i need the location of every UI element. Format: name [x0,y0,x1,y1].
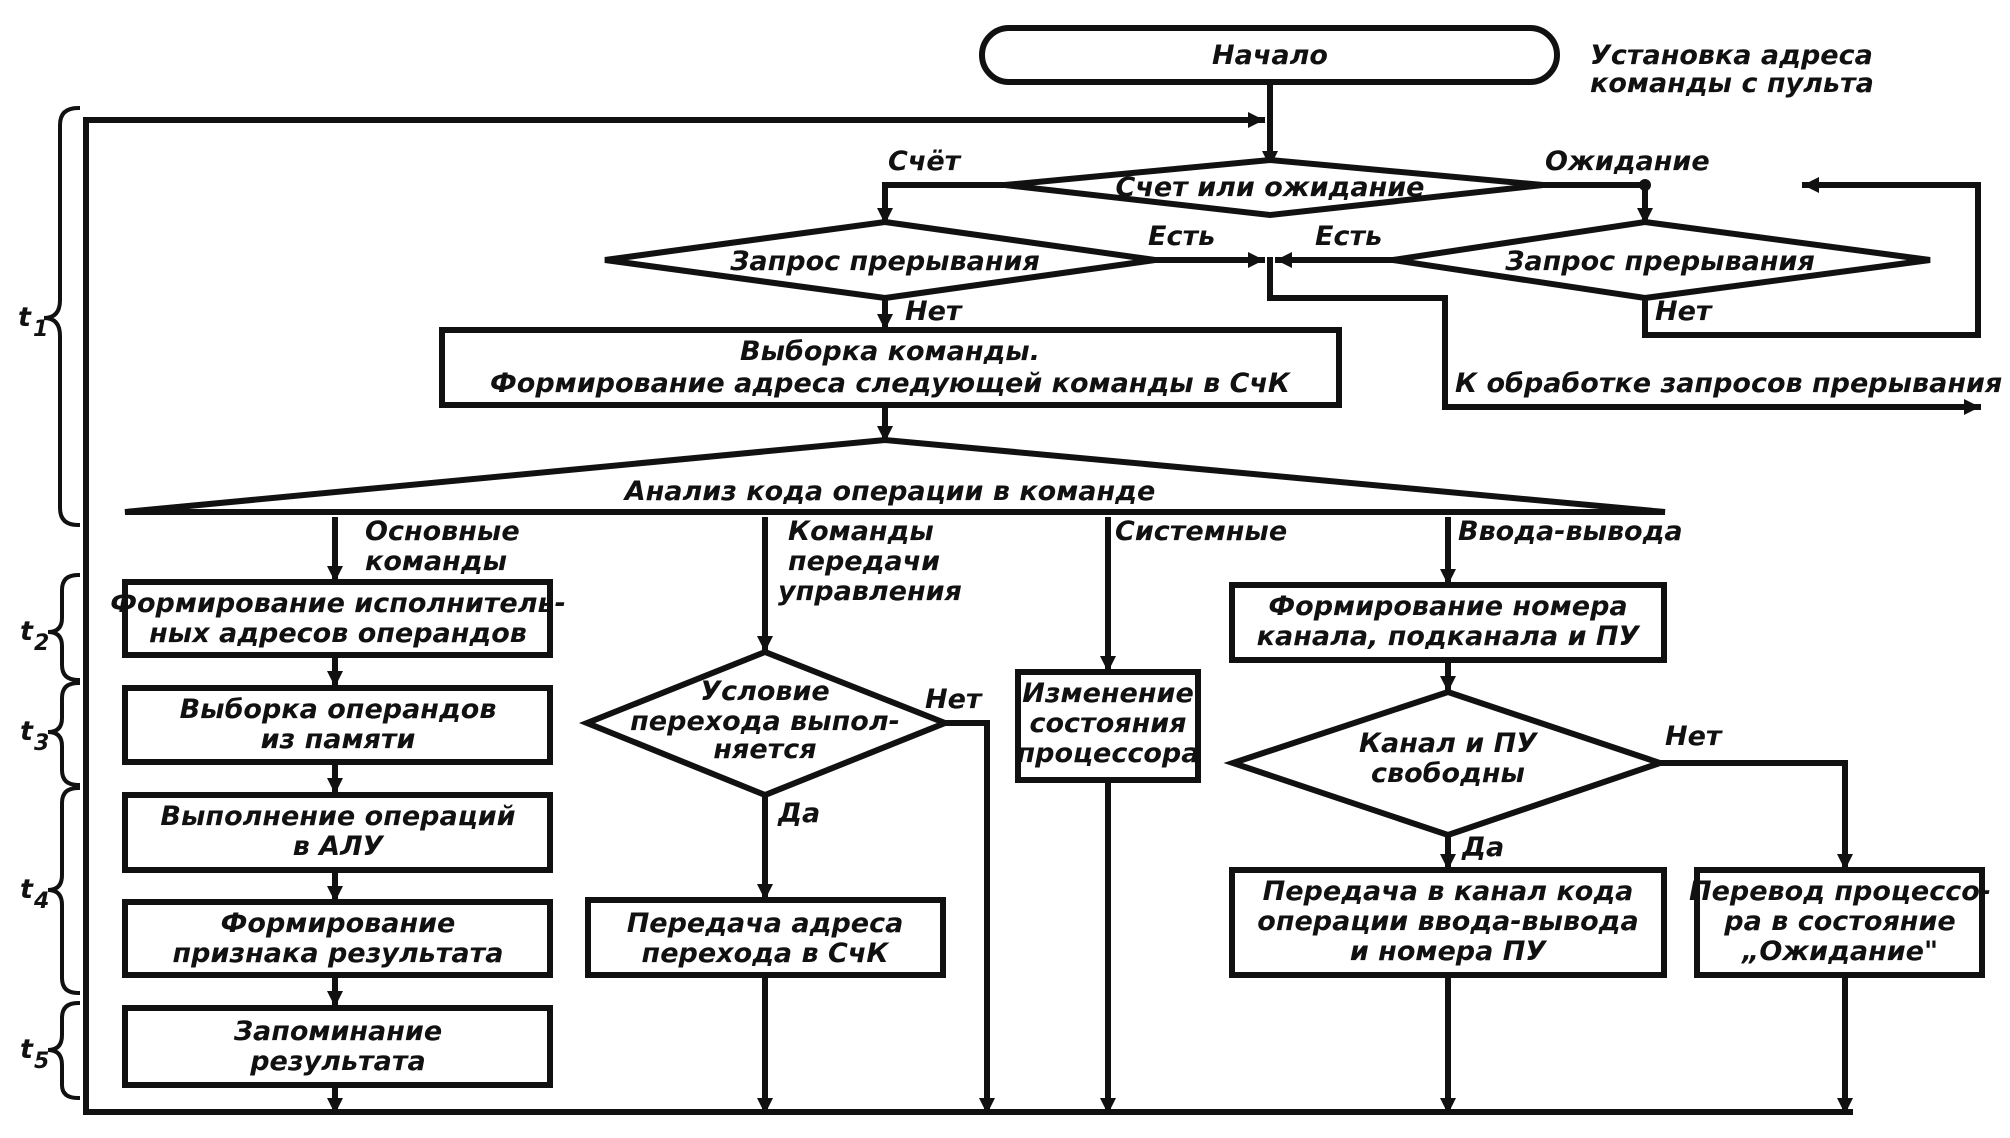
box-transfer-address [585,897,946,978]
box-system-state [1015,669,1201,783]
phase-label-t5: t 5 [20,1034,49,1074]
svg-text:t: t [18,302,32,333]
channel-line1: Канал и ПУ [1359,728,1538,759]
fetch-label-line2: Формирование адреса следующей команды в … [490,368,1292,399]
svg-text:t: t [20,1034,34,1065]
b4-line1: Формирование [221,908,456,939]
box-alu-ops [122,792,553,873]
analysis-label: Анализ кода операции в команде [623,476,1156,507]
b4-line2: признака результата [173,938,504,969]
phase-label-t3: t 3 [20,716,49,756]
start-terminal [979,25,1560,85]
svg-text:t: t [20,616,34,647]
condition-no-label: Нет [925,684,983,715]
svg-text:1: 1 [33,317,48,342]
interrupt-right-no-label: Нет [1655,296,1713,327]
wait-line2: ра в состояние [1723,906,1955,937]
svg-text:t: t [20,874,34,905]
interrupt-left-no-label: Нет [905,296,963,327]
io1-line2: канала, подканала и ПУ [1257,621,1641,652]
interrupt-left-label: Запрос прерывания [729,246,1040,277]
svg-text:3: 3 [34,731,49,756]
system-line2: состояния [1029,708,1186,739]
branch-transfer-line2: передачи [788,546,940,577]
start-note-line1: Установка адреса [1590,40,1873,71]
condition-line3: няется [713,734,816,765]
transfer-line2: перехода в СчК [642,938,891,969]
svg-text:t: t [20,716,34,747]
wait-branch-label: Ожидание [1545,146,1710,177]
mode-decision-diamond [1004,156,1544,219]
phase-label-t1: t 1 [18,302,48,342]
channel-free-diamond [1223,688,1670,839]
system-line1: Изменение [1022,678,1194,709]
start-label: Начало [1212,40,1328,71]
wait-line1: Перевод процессо- [1689,876,1991,907]
branch-basic-line2: команды [365,546,507,577]
box-result-flag [122,899,553,978]
io2-line1: Передача в канал кода [1263,876,1634,907]
phase-label-t4: t 4 [20,874,49,914]
b2-line1: Выборка операндов [180,694,497,725]
interrupt-right-diamond [1392,218,1931,302]
branch-transfer-line3: управления [778,576,962,607]
channel-no-label: Нет [1665,721,1723,752]
start-note-line2: команды с пульта [1590,68,1874,99]
svg-text:2: 2 [34,631,49,656]
b3-line2: в АЛУ [293,831,385,862]
fetch-box [439,327,1342,408]
condition-yes-label: Да [777,798,820,829]
b2-line2: из памяти [261,724,416,755]
box-effective-addresses [122,579,553,658]
box-channel-number [1229,582,1667,663]
branch-system-label: Системные [1115,516,1287,547]
b3-line1: Выполнение операций [160,801,515,832]
channel-yes-label: Да [1461,832,1504,863]
system-line3: процессора [1017,738,1200,769]
svg-text:5: 5 [34,1049,49,1074]
interrupt-left-yes-label: Есть [1148,221,1215,252]
b1-line1: Формирование исполнитель- [110,588,566,619]
branch-transfer-line1: Команды [788,516,934,547]
interrupt-left-diamond [604,218,1156,302]
b1-line2: ных адресов операндов [149,618,527,649]
b5-line2: результата [249,1046,426,1077]
box-fetch-operands [122,685,553,765]
transfer-line1: Передача адреса [627,908,904,939]
wait-line3: „Ожидание" [1741,936,1938,967]
interrupt-right-yes-label: Есть [1315,221,1382,252]
b5-line1: Запоминание [233,1016,442,1047]
to-interrupts-label: К обработке запросов прерывания [1455,368,2002,399]
box-wait-state [1694,867,1985,978]
branch-basic-line1: Основные [365,516,520,547]
interrupt-right-label: Запрос прерывания [1504,246,1815,277]
fetch-label-line1: Выборка команды. [740,336,1040,367]
io1-line1: Формирование номера [1268,591,1627,622]
condition-line1: Условие [700,676,829,707]
io2-line2: операции ввода-вывода [1257,906,1638,937]
phase-label-t2: t 2 [20,616,49,656]
condition-diamond [578,648,954,799]
box-io-transfer [1229,867,1667,978]
count-branch-label: Счёт [888,146,962,177]
io2-line3: и номера ПУ [1350,936,1547,967]
branch-io-label: Ввода-вывода [1458,516,1683,547]
mode-decision-label: Счет или ожидание [1116,172,1425,203]
connector-lines [43,79,1981,1115]
condition-line2: перехода выпол- [630,706,900,737]
box-store-result [122,1005,553,1088]
svg-text:4: 4 [33,889,49,914]
channel-line2: свободны [1371,758,1525,789]
analysis-decision [124,436,1666,515]
